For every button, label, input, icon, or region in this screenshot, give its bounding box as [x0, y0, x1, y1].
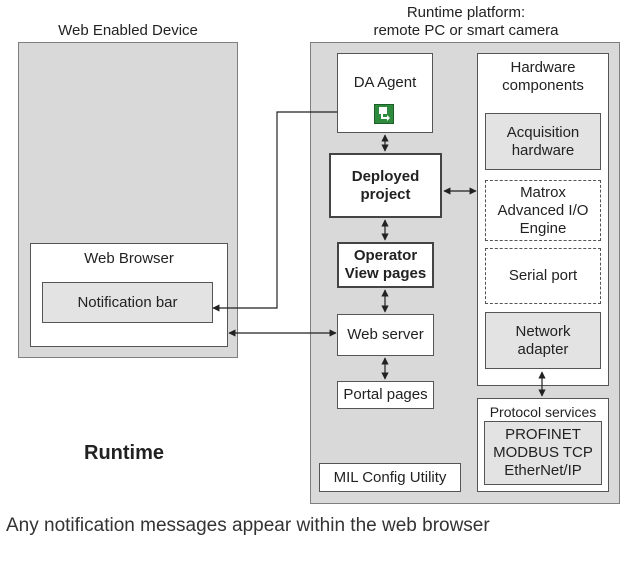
network-adapter-box: Network adapter [485, 312, 601, 369]
hardware-title: Hardware components [478, 59, 608, 95]
protocol-list-box: PROFINET MODBUS TCP EtherNet/IP [484, 421, 602, 485]
operator-view-box: Operator View pages [337, 242, 434, 288]
da-agent-box: DA Agent [337, 53, 433, 133]
matrox-line3: Engine [519, 219, 567, 237]
protocol-profinet: PROFINET [505, 426, 581, 443]
portal-pages-label: Portal pages [343, 386, 428, 403]
operator-view-line2: View pages [344, 265, 427, 282]
platform-title: Runtime platform: remote PC or smart cam… [308, 4, 624, 40]
da-agent-icon [374, 104, 394, 124]
device-title: Web Enabled Device [58, 22, 198, 39]
deployed-project-box: Deployed project [329, 153, 442, 218]
acquisition-hardware-box: Acquisition hardware [485, 113, 601, 170]
web-browser-title: Web Browser [84, 250, 174, 267]
deployed-project-line1: Deployed [351, 168, 420, 185]
acquisition-line1: Acquisition [506, 123, 580, 141]
deployed-project-label: Deployed project [331, 168, 440, 204]
operator-view-label: Operator View pages [339, 247, 432, 283]
deployed-project-line2: project [360, 186, 411, 203]
matrox-line1: Matrox [520, 183, 566, 201]
caption: Any notification messages appear within … [6, 515, 490, 536]
serial-port-label: Serial port [508, 267, 578, 284]
protocol-modbus: MODBUS TCP [493, 444, 593, 461]
matrox-line2: Advanced I/O [497, 201, 589, 219]
operator-view-line1: Operator [353, 247, 418, 264]
notification-bar-label: Notification bar [77, 293, 178, 311]
runtime-label: Runtime [84, 442, 164, 464]
acquisition-line2: hardware [511, 141, 575, 159]
protocol-ethernetip: EtherNet/IP [504, 462, 582, 479]
hardware-title-line2: components [502, 77, 584, 94]
mil-config-label: MIL Config Utility [333, 469, 447, 486]
network-line2: adapter [517, 340, 569, 358]
network-line1: Network [515, 322, 571, 340]
platform-title-line1: Runtime platform: [406, 4, 526, 21]
web-server-box: Web server [337, 314, 434, 356]
web-server-label: Web server [347, 326, 424, 343]
matrox-io-engine-box: Matrox Advanced I/O Engine [485, 180, 601, 241]
notification-bar: Notification bar [42, 282, 213, 323]
da-agent-label: DA Agent [353, 74, 417, 91]
serial-port-box: Serial port [485, 248, 601, 304]
hardware-title-line1: Hardware [510, 59, 576, 76]
platform-title-line2: remote PC or smart camera [373, 22, 559, 39]
mil-config-box: MIL Config Utility [319, 463, 461, 492]
protocol-services-title: Protocol services [489, 404, 597, 420]
portal-pages-box: Portal pages [337, 381, 434, 409]
